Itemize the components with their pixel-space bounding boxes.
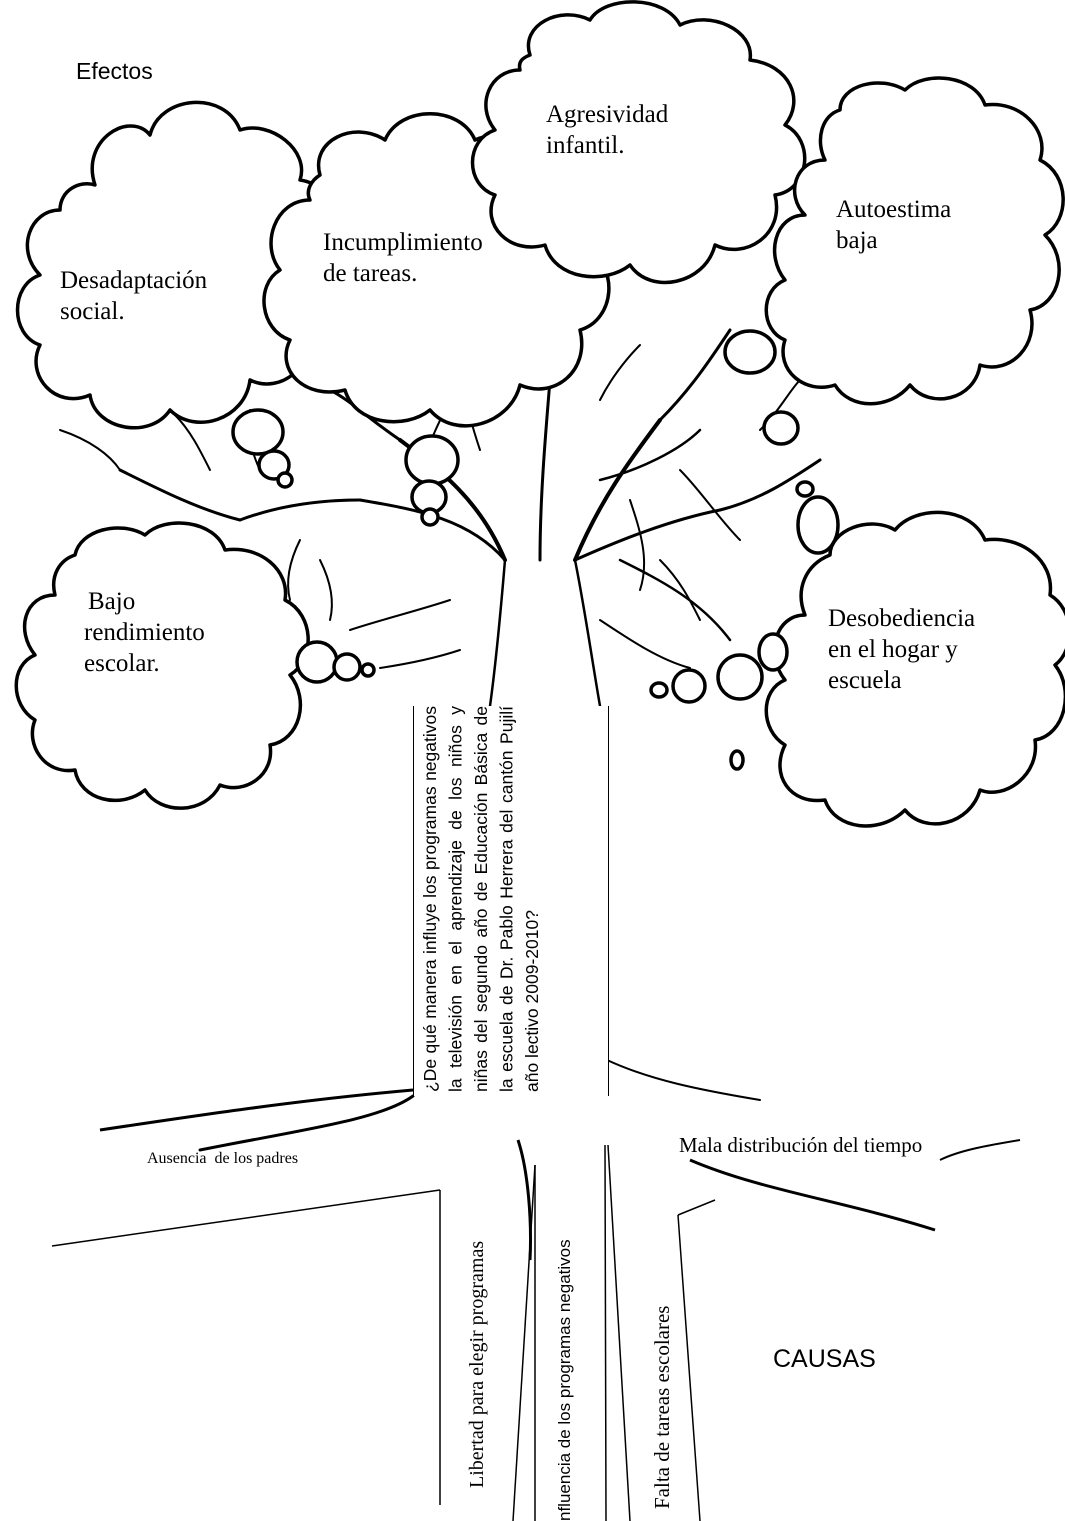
cause-lines	[51, 1144, 716, 1521]
cloud-autoestima	[764, 76, 1065, 406]
causes-heading: CAUSAS	[773, 1345, 876, 1373]
effect-line: de tareas.	[323, 260, 418, 287]
effect-line: Desadaptación	[60, 267, 208, 294]
effect-line: Incumplimiento	[323, 229, 483, 256]
cause-influencia-programas: nfluencia de los programas negativos	[555, 1239, 574, 1521]
effect-line: escuela	[828, 667, 902, 694]
effect-line: social.	[60, 298, 125, 325]
clouds	[14, 0, 1065, 828]
effect-line: infantil.	[546, 132, 625, 159]
effects-heading: Efectos	[76, 58, 153, 84]
cloud-agresividad	[470, 0, 807, 285]
problem-trunk-box: ¿De qué manera influye los programas neg…	[413, 706, 609, 1096]
effect-line: en el hogar y	[828, 636, 958, 663]
thought-bubbles	[231, 329, 840, 771]
cloud-desobediencia	[764, 510, 1065, 828]
problem-question: ¿De qué manera influye los programas neg…	[420, 706, 542, 1092]
cause-libertad-programas: Libertad para elegir programas	[466, 1240, 488, 1488]
effect-line: escolar.	[84, 650, 160, 677]
effect-line: rendimiento	[84, 619, 205, 646]
effect-incumplimiento: Incumplimiento de tareas.	[323, 227, 483, 289]
effect-bajo-rendimiento: Bajo rendimiento escolar.	[84, 586, 205, 679]
effect-line: baja	[836, 227, 878, 254]
effect-autoestima: Autoestima baja	[836, 194, 951, 256]
effect-line: Autoestima	[836, 196, 952, 223]
cause-mala-distribucion: Mala distribución del tiempo	[679, 1133, 923, 1157]
cloud-desadaptacion	[15, 100, 340, 430]
cause-falta-tareas: Falta de tareas escolares	[650, 1305, 674, 1509]
effect-agresividad: Agresividad infantil.	[546, 99, 668, 161]
effect-desobediencia: Desobediencia en el hogar y escuela	[828, 603, 975, 696]
effect-line: Desobediencia	[828, 605, 976, 632]
effect-line: Bajo	[88, 588, 136, 615]
effect-line: Agresividad	[546, 101, 669, 128]
effect-desadaptacion: Desadaptación social.	[60, 265, 207, 327]
tree-branches	[59, 278, 822, 1152]
cloud-bajo-rendimiento	[14, 521, 310, 810]
cause-ausencia-padres: Ausencia de los padres	[147, 1150, 299, 1167]
